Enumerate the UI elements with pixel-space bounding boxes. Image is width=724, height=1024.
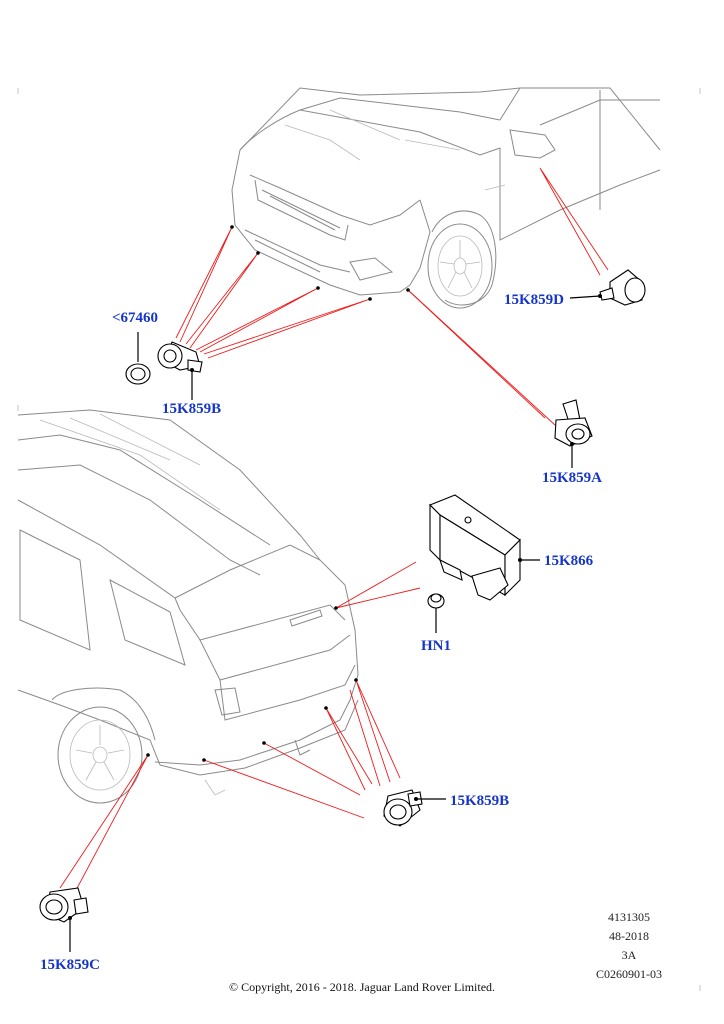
- label-15K859B-front[interactable]: 15K859B: [162, 401, 222, 417]
- drawing-info: 4131305 48-2018 3A C0260901-03: [596, 908, 662, 984]
- rear-leader-lines: [59, 561, 421, 893]
- corner-mark: [17, 88, 701, 991]
- sensor-15K859A-part[interactable]: [554, 399, 593, 468]
- copyright-text: © Copyright, 2016 - 2018. Jaguar Land Ro…: [228, 980, 496, 994]
- grommet-67460-part[interactable]: [125, 332, 151, 385]
- label-15K859D[interactable]: 15K859D: [504, 292, 564, 308]
- sensor-15K859B-front-part[interactable]: [157, 341, 203, 400]
- sensor-15K859D-part[interactable]: [569, 269, 646, 306]
- front-vehicle-outline: [231, 87, 661, 309]
- drawing-revision: 3A: [621, 948, 637, 962]
- drawing-code: C0260901-03: [596, 967, 662, 981]
- sensor-15K859B-rear-part[interactable]: [383, 789, 446, 827]
- front-leader-lines: [175, 167, 609, 426]
- label-HN1[interactable]: HN1: [421, 638, 451, 654]
- label-15K859B-rear[interactable]: 15K859B: [450, 793, 510, 809]
- drawing-date: 48-2018: [609, 929, 649, 943]
- label-15K859A[interactable]: 15K859A: [542, 470, 602, 486]
- rear-vehicle-outline: [17, 409, 359, 804]
- label-15K866[interactable]: 15K866: [544, 553, 594, 569]
- drawing-number: 4131305: [608, 910, 650, 924]
- label-67460[interactable]: <67460: [112, 310, 159, 326]
- label-15K859C[interactable]: 15K859C: [40, 957, 100, 973]
- sensor-15K859C-part[interactable]: [39, 887, 89, 952]
- harness-HN1-part[interactable]: [427, 593, 445, 633]
- control-module-15K866-part[interactable]: [429, 494, 540, 601]
